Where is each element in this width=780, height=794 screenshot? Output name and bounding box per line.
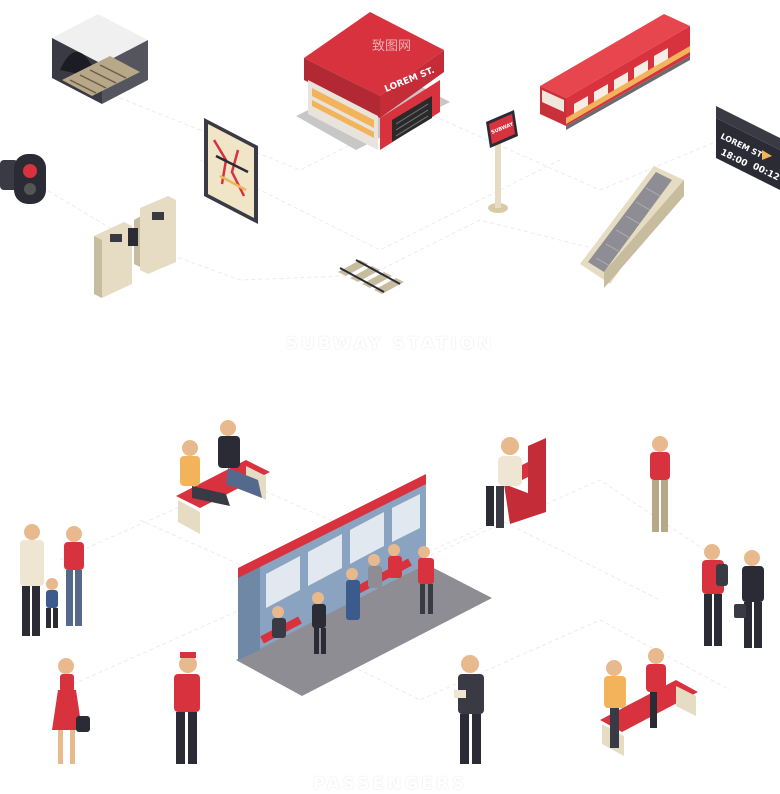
escalator-icon: [580, 166, 684, 288]
woman-on-phone-illustration: [650, 436, 670, 532]
man-with-headphones-illustration: [174, 652, 200, 764]
signal-light-icon: [0, 154, 46, 204]
subway-stop-sign-icon: SUBWAY: [486, 110, 518, 213]
station-entrance-kiosk-icon: LOREM ST.: [296, 12, 450, 150]
man-reading-illustration: [454, 655, 484, 764]
family-illustration: [20, 524, 84, 636]
turnstile-icon: [94, 196, 176, 298]
rail-track-icon: [338, 259, 404, 294]
businessmen-illustration: [702, 544, 764, 648]
bench-two-men-illustration: [176, 420, 270, 534]
departure-board-icon: LOREM ST 18:00 00:12: [716, 106, 780, 190]
seated-man-illustration: [486, 437, 546, 528]
subway-car-interior-illustration: [236, 474, 492, 696]
woman-red-dress-illustration: [52, 658, 90, 764]
passengers-section-title: PASSENGERS: [312, 774, 468, 794]
watermark-text: 致图网: [372, 39, 411, 54]
tunnel-icon: [52, 14, 148, 104]
subway-station-section-title: SUBWAY STATION: [285, 334, 495, 354]
bench-couple-illustration: [600, 648, 698, 756]
train-car-icon: [540, 14, 690, 130]
subway-map-icon: [204, 118, 258, 224]
